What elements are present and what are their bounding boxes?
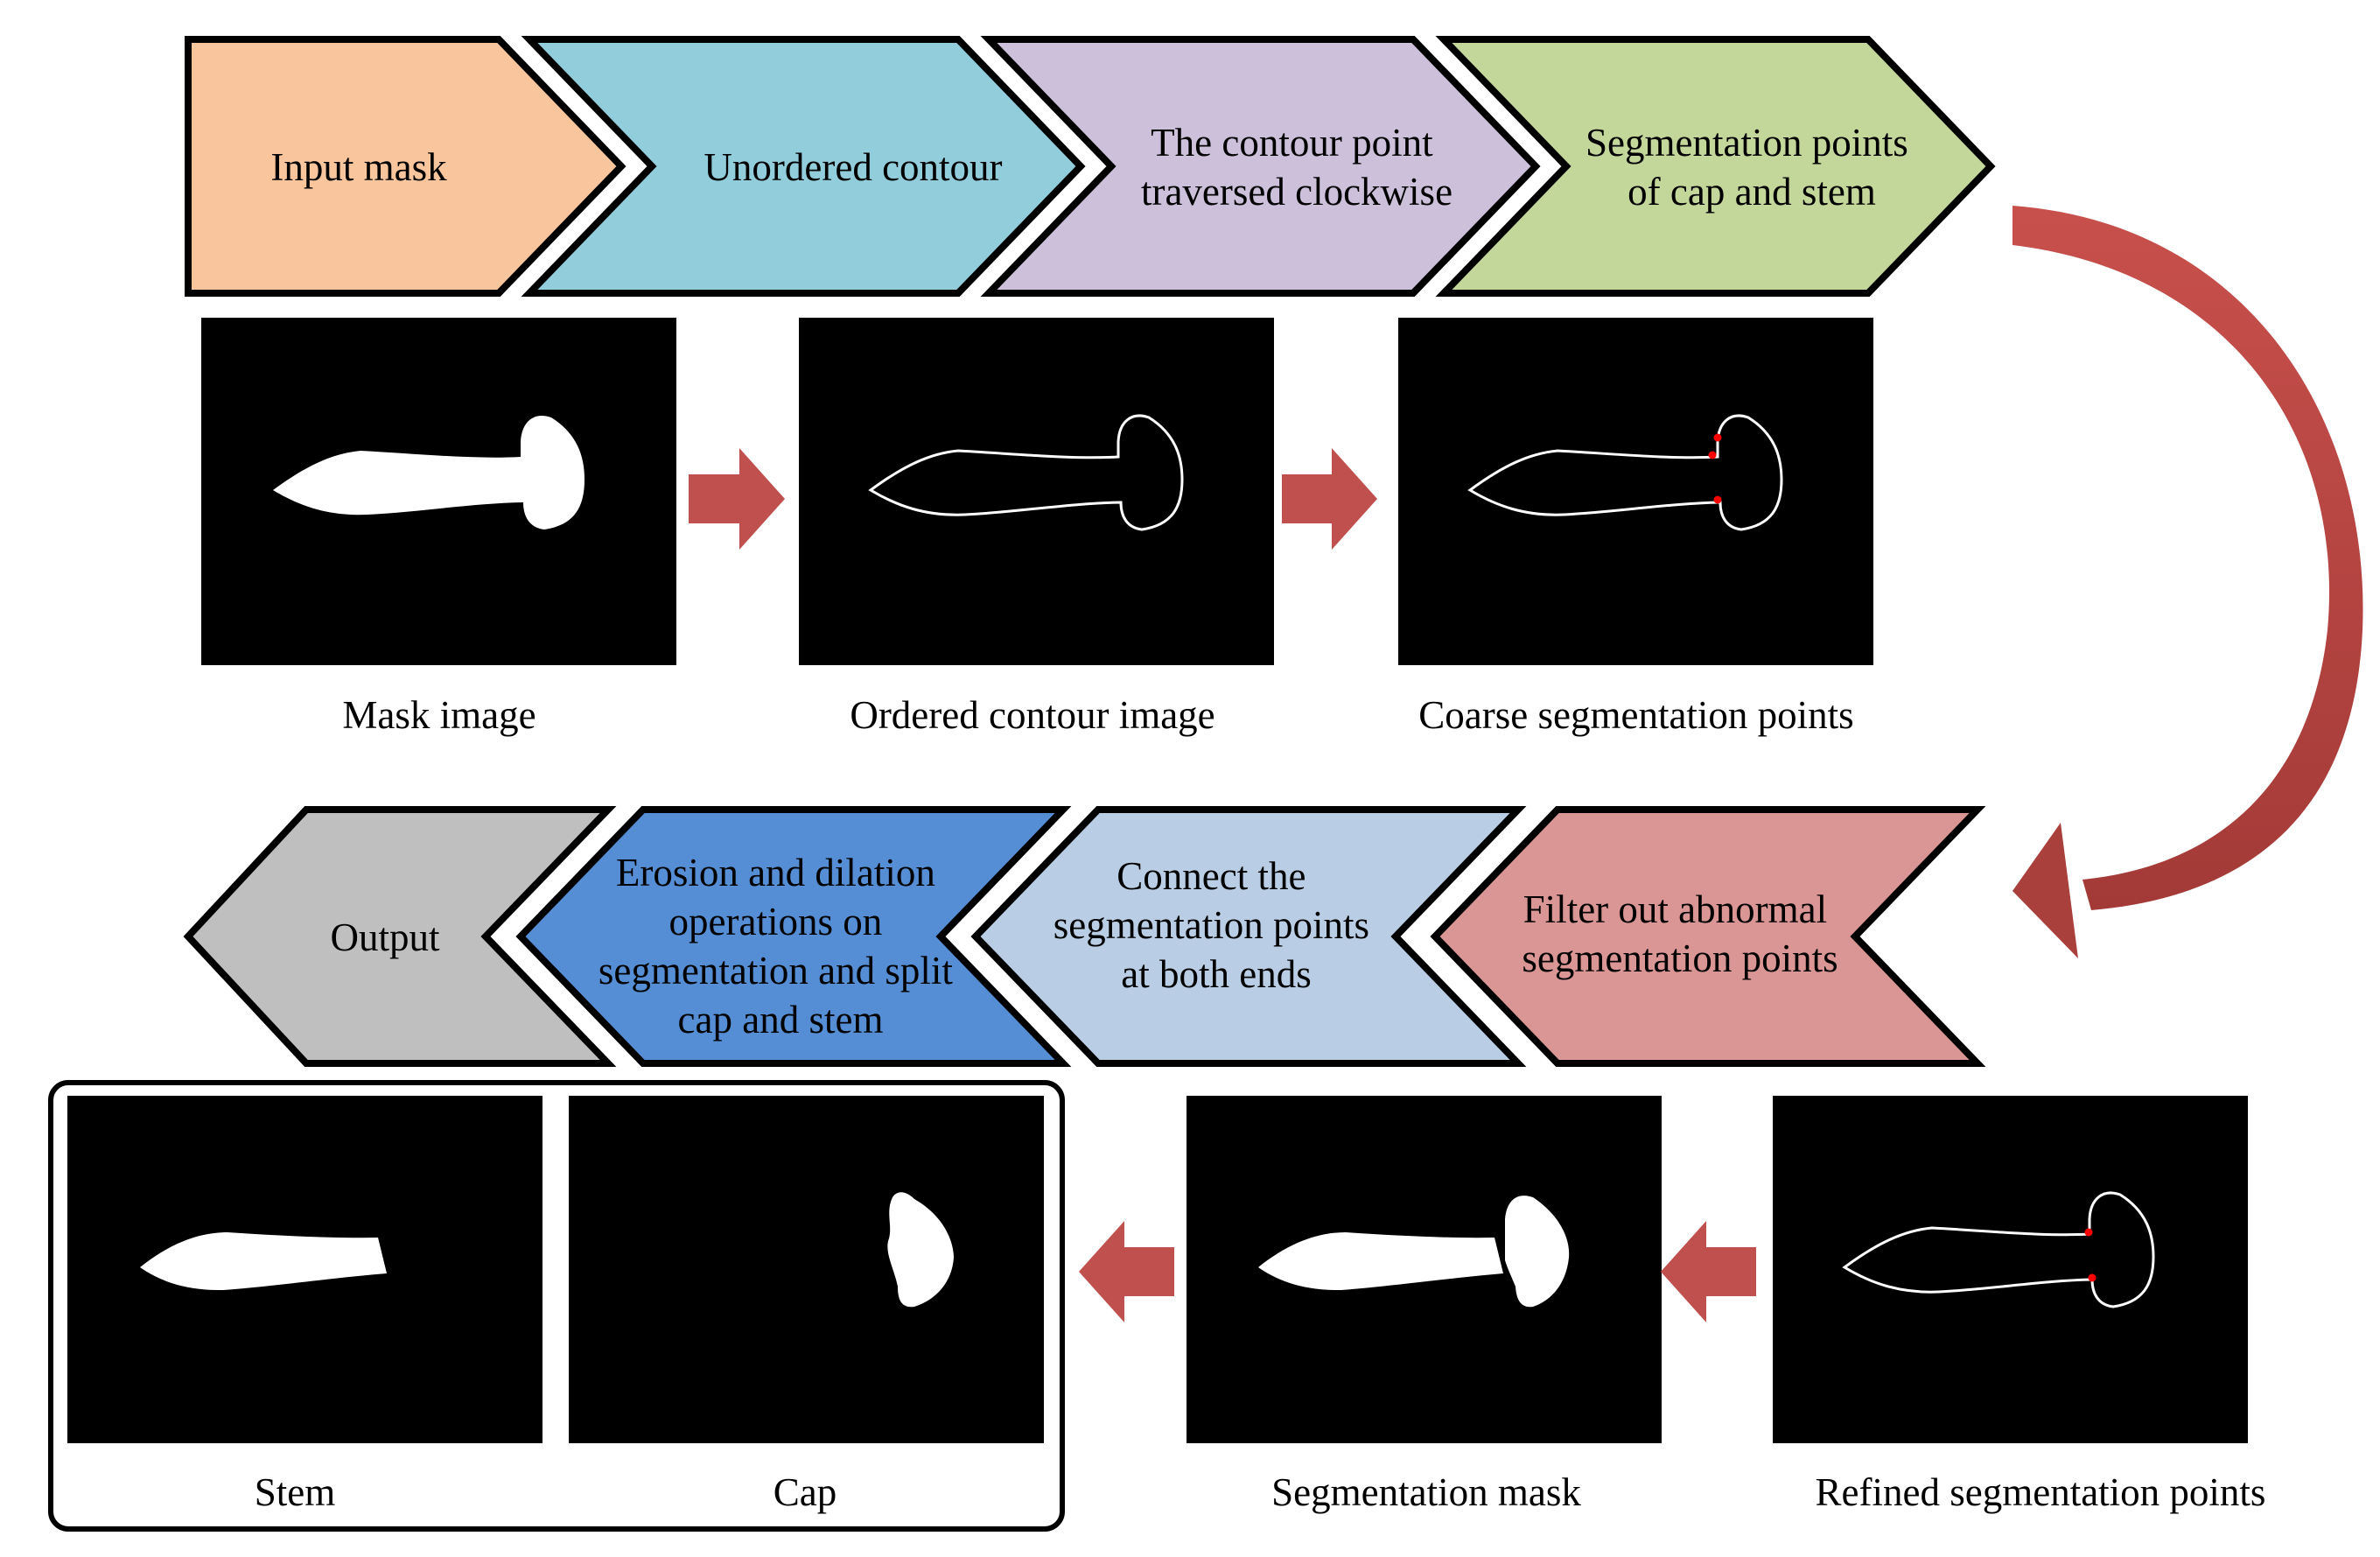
mushroom-mask-shape xyxy=(273,416,584,530)
top-step-segmentation-points: Segmentation points of cap and stem xyxy=(1435,36,1996,297)
stem-mask-shape xyxy=(140,1232,387,1291)
segmentation-point-marker xyxy=(2088,1273,2096,1282)
bottom-step-connect-points: Connect the segmentation points at both … xyxy=(970,806,1527,1067)
top-step-3-line-1: The contour point xyxy=(1151,121,1433,165)
bottom-step-1-line-1: Output xyxy=(330,915,440,959)
svg-text:Segmentation points of c: Segmentation points of cap and stem xyxy=(1586,121,1918,214)
top-step-2-shape xyxy=(521,36,1086,297)
top-step-contour-clockwise: The contour point traversed clockwise xyxy=(980,36,1541,297)
top-step-1-line-1: Input mask xyxy=(270,145,447,189)
top-panel-2-caption: Ordered contour image xyxy=(850,693,1214,737)
bottom-step-1-shape xyxy=(183,806,617,1067)
bottom-step-2-line-2: operations on xyxy=(669,900,883,943)
bottom-step-output: Output xyxy=(183,806,617,1067)
right-arrow-icon xyxy=(1282,448,1377,550)
mushroom-contour-outline xyxy=(1467,414,1783,531)
segmentation-point-marker xyxy=(1713,433,1722,442)
segmentation-point-marker xyxy=(1708,451,1717,459)
panel-background xyxy=(799,318,1274,665)
bottom-step-4-line-1: Filter out abnormal xyxy=(1523,887,1827,931)
curved-arrow-body xyxy=(2012,206,2363,910)
top-step-1-shape xyxy=(185,36,626,297)
segmented-mushroom-mask-shape xyxy=(1258,1232,1503,1291)
mushroom-contour-outline xyxy=(868,414,1184,531)
bottom-step-4-line-2: segmentation points xyxy=(1522,936,1838,980)
left-arrow-icon xyxy=(1079,1221,1174,1322)
top-step-3-shape xyxy=(980,36,1541,297)
top-step-2-line-1: Unordered contour xyxy=(704,145,1002,189)
bottom-step-2-line-1: Erosion and dilation xyxy=(616,851,935,894)
bottom-step-2-line-4: cap and stem xyxy=(678,998,884,1042)
bottom-panel-cap: Cap xyxy=(569,1096,1044,1514)
top-panel-mask-image: Mask image xyxy=(201,318,676,737)
top-step-unordered-contour: Unordered contour xyxy=(521,36,1086,297)
bottom-step-2-shape xyxy=(515,806,1072,1067)
top-panel-ordered-contour: Ordered contour image xyxy=(799,318,1274,737)
output-group-frame xyxy=(48,1080,1065,1532)
svg-text:Filter out abnormal segm: Filter out abnormal segmentation points xyxy=(1522,887,1838,980)
bottom-step-2-line-3: segmentation and split xyxy=(598,949,953,992)
top-step-4-shape xyxy=(1435,36,1996,297)
bottom-step-3-line-3: at both ends xyxy=(1121,952,1311,996)
cap-mask-shape xyxy=(887,1192,954,1308)
svg-text:Connect the segmentation: Connect the segmentation points at both … xyxy=(1054,854,1379,996)
bottom-panel-2-caption: Cap xyxy=(774,1470,837,1514)
top-step-input-mask: Input mask xyxy=(185,36,626,297)
bottom-step-filter-abnormal: Filter out abnormal segmentation points xyxy=(1430,806,1986,1067)
top-panel-coarse-points: Coarse segmentation points xyxy=(1398,318,1873,737)
segmented-cap-mask-shape xyxy=(1505,1196,1570,1308)
bottom-panel-3-caption: Segmentation mask xyxy=(1271,1470,1581,1514)
bottom-step-3-line-2: segmentation points xyxy=(1054,903,1369,947)
top-panel-1-caption: Mask image xyxy=(342,693,536,737)
bottom-step-4-shape xyxy=(1430,806,1986,1067)
top-step-4-line-1: Segmentation points xyxy=(1586,121,1908,165)
bottom-step-3-shape xyxy=(970,806,1527,1067)
svg-text:Output: Output xyxy=(330,915,440,959)
bottom-panel-4-caption: Refined segmentation points xyxy=(1816,1470,2266,1514)
segmentation-point-marker xyxy=(2084,1228,2093,1237)
bottom-panel-segmentation-mask: Segmentation mask xyxy=(1186,1096,1662,1514)
svg-text:The contour point traver: The contour point traversed clockwise xyxy=(1141,121,1452,214)
curved-connector-arrow-icon xyxy=(2012,206,2363,958)
bottom-panel-1-caption: Stem xyxy=(255,1470,336,1514)
mushroom-contour-outline xyxy=(1842,1191,2155,1308)
top-panel-3-caption: Coarse segmentation points xyxy=(1418,693,1853,737)
svg-text:Input mask: Input mask xyxy=(270,145,447,189)
svg-text:Unordered contour: Unordered contour xyxy=(704,145,1002,189)
top-step-4-line-2: of cap and stem xyxy=(1628,170,1876,214)
panel-background xyxy=(569,1096,1044,1443)
right-arrow-icon xyxy=(689,448,785,550)
bottom-panel-stem: Stem xyxy=(67,1096,542,1514)
bottom-step-erosion-dilation: Erosion and dilation operations on segme… xyxy=(515,806,1072,1067)
panel-background xyxy=(1398,318,1873,665)
panel-background xyxy=(1773,1096,2248,1443)
bottom-panel-refined-points: Refined segmentation points xyxy=(1773,1096,2265,1514)
top-step-3-line-2: traversed clockwise xyxy=(1141,170,1452,214)
bottom-step-3-line-1: Connect the xyxy=(1116,854,1306,898)
curved-arrow-head xyxy=(2012,823,2078,958)
left-arrow-icon xyxy=(1661,1221,1756,1322)
segmentation-point-marker xyxy=(1713,495,1722,504)
svg-text:Erosion and dilation ope: Erosion and dilation operations on segme… xyxy=(598,851,962,1042)
